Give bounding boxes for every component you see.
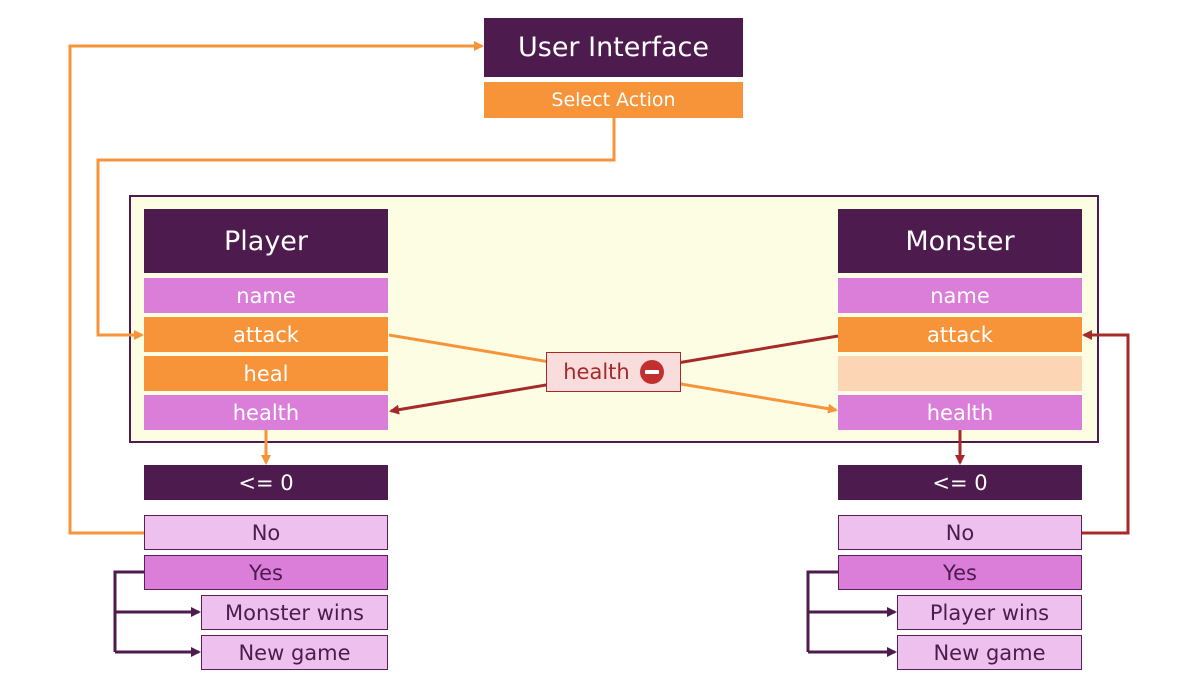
- monster-yes-box: Yes: [838, 555, 1082, 590]
- health-label-text: health: [563, 360, 630, 384]
- player-health-field: health: [144, 395, 388, 430]
- player-no-loop-arrow: [68, 41, 484, 535]
- monster-no-box: No: [838, 515, 1082, 550]
- player-wins-box: Player wins: [897, 595, 1082, 630]
- user-interface-title: User Interface: [484, 18, 743, 77]
- select-action-to-attack-arrow: [96, 118, 616, 340]
- player-health-check: <= 0: [144, 465, 388, 500]
- player-new-game-box: New game: [201, 635, 388, 670]
- monster-no-loop-arrow: [1082, 330, 1130, 535]
- monster-name-field: name: [838, 278, 1082, 313]
- select-action-box: Select Action: [484, 82, 743, 118]
- monster-health-field: health: [838, 395, 1082, 430]
- monster-new-game-box: New game: [897, 635, 1082, 670]
- monster-yes-bracket: [806, 570, 838, 652]
- player-heal-field: heal: [144, 356, 388, 391]
- player-attack-field: attack: [144, 317, 388, 352]
- monster-wins-box: Monster wins: [201, 595, 388, 630]
- monster-title: Monster: [838, 209, 1082, 273]
- player-yes-bracket: [113, 570, 144, 652]
- monster-health-check: <= 0: [838, 465, 1082, 500]
- monster-empty-slot: [838, 356, 1082, 391]
- player-name-field: name: [144, 278, 388, 313]
- health-decrease-label: health: [546, 352, 681, 392]
- player-yes-box: Yes: [144, 555, 388, 590]
- monster-attack-field: attack: [838, 317, 1082, 352]
- player-title: Player: [144, 209, 388, 273]
- minus-circle-icon: [639, 360, 664, 384]
- player-no-box: No: [144, 515, 388, 550]
